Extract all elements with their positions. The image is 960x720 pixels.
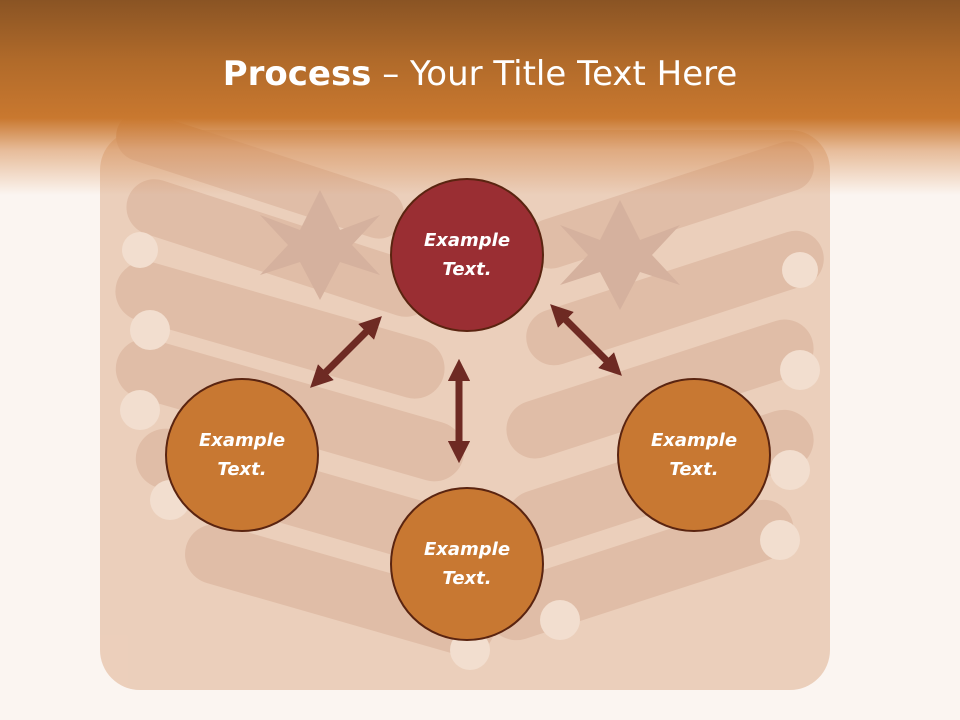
header-band <box>0 0 960 195</box>
node-text-line1: Example <box>423 230 511 251</box>
node-text-line2: Text. <box>442 568 492 589</box>
slide-title: Process – Your Title Text Here <box>0 52 960 96</box>
title-rest: – Your Title Text Here <box>371 54 738 94</box>
node-text-line1: Example <box>423 539 511 560</box>
node-text-line1: Example <box>198 430 286 451</box>
process-node-bottom[interactable]: Example Text. <box>390 487 544 641</box>
double-arrow-icon-right <box>550 304 622 376</box>
title-bold: Process <box>222 54 372 94</box>
process-node-center[interactable]: Example Text. <box>390 178 544 332</box>
process-node-right[interactable]: Example Text. <box>617 378 771 532</box>
process-node-left[interactable]: Example Text. <box>165 378 319 532</box>
node-text-line1: Example <box>650 430 738 451</box>
node-text-line2: Text. <box>217 459 267 480</box>
node-text-line2: Text. <box>442 259 492 280</box>
node-text-line2: Text. <box>669 459 719 480</box>
double-arrow-icon-left <box>310 316 382 388</box>
